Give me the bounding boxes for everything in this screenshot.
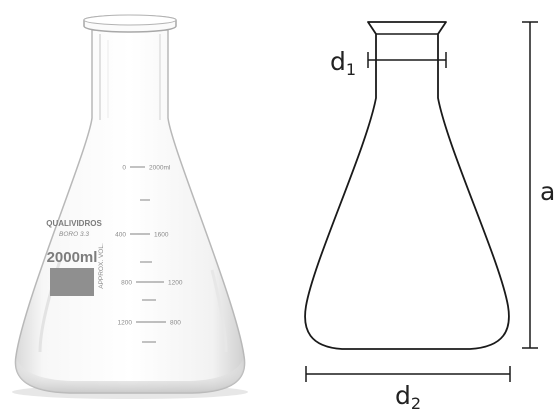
brand-label: QUALIVIDROS [46, 219, 102, 228]
d1-label: d1 [330, 47, 356, 79]
approx-vol-label: APPROX. VOL. [98, 243, 105, 289]
right-scale-1200: 1200 [168, 280, 183, 287]
right-scale-2000ml: 2000ml [149, 165, 171, 172]
graduation-marks [130, 166, 166, 343]
left-scale-400: 400 [115, 232, 126, 239]
flask-photo-base [15, 356, 245, 393]
right-scale-1600: 1600 [154, 232, 169, 239]
left-scale-800: 800 [121, 280, 132, 287]
flask-photo-mouth [83, 14, 177, 26]
d2-label: d2 [395, 381, 421, 412]
diagram-flask-outline [304, 21, 510, 350]
left-scale-0: 0 [122, 165, 126, 172]
body-highlight-right [210, 269, 228, 353]
writing-patch [50, 268, 94, 296]
left-scale-1200: 1200 [118, 320, 133, 327]
a-dimension [522, 21, 538, 349]
d2-dimension [305, 366, 511, 382]
volume-label: 2000ml [47, 249, 98, 266]
d1-dimension [367, 52, 447, 68]
flask-photo-body [14, 29, 246, 394]
flask-diagram: d1 d2 a [304, 21, 555, 412]
right-scale-800: 800 [170, 320, 181, 327]
flask-photo: 0 400 800 1200 2000ml 1600 1200 800 QUAL… [12, 14, 248, 399]
a-label: a [540, 177, 555, 206]
material-label: BORO 3.3 [59, 231, 89, 238]
